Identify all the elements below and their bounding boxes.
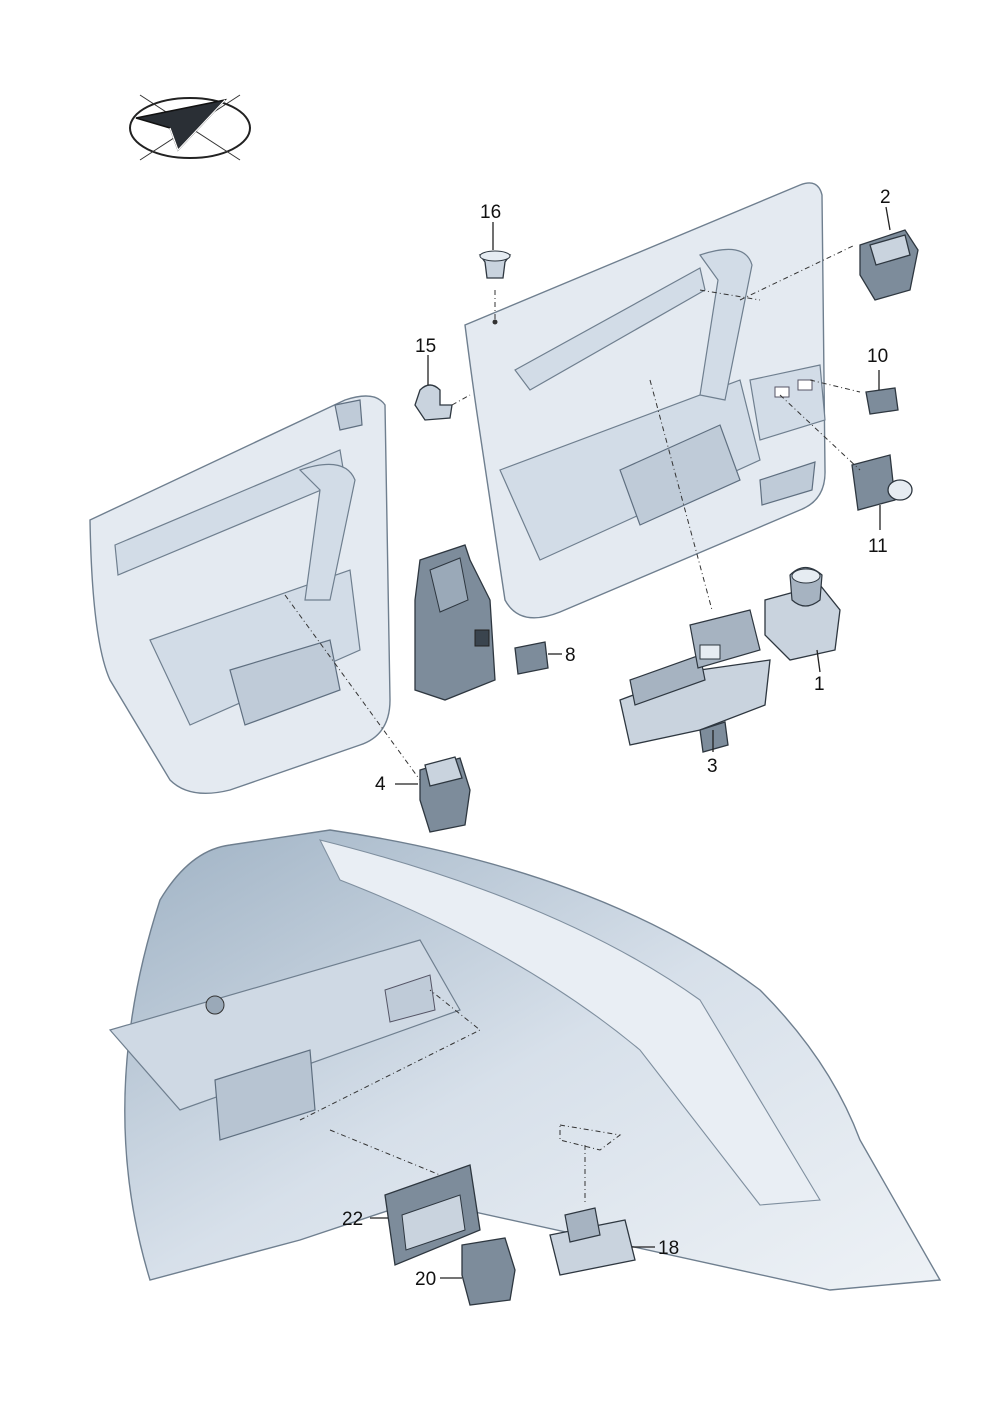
part-4-rear-switch[interactable] — [419, 756, 471, 833]
part-2-window-switch[interactable] — [859, 229, 919, 301]
callout-4[interactable]: 4 — [375, 774, 386, 795]
callout-15[interactable]: 15 — [415, 336, 436, 357]
callout-22[interactable]: 22 — [342, 1209, 363, 1230]
part-8-small-switch[interactable] — [514, 641, 549, 675]
front-door-panel — [464, 182, 826, 619]
assembly-lines — [284, 244, 861, 1205]
callout-10[interactable]: 10 — [867, 346, 888, 367]
part-16-rivet[interactable] — [478, 250, 512, 279]
rear-door-panel — [89, 395, 391, 795]
callout-labels: 1 2 3 4 8 10 11 15 16 18 20 22 — [342, 187, 891, 1290]
leader-lines — [370, 206, 891, 1279]
pillar-trim — [414, 544, 496, 701]
part-18-trunk-switch[interactable] — [549, 1207, 636, 1276]
part-3-master-switch[interactable] — [619, 609, 771, 753]
callout-3[interactable]: 3 — [707, 756, 718, 777]
callout-16[interactable]: 16 — [480, 202, 501, 223]
callout-1[interactable]: 1 — [814, 674, 825, 695]
callout-11[interactable]: 11 — [868, 536, 888, 557]
part-1-mirror-switch[interactable] — [764, 566, 841, 661]
callout-18[interactable]: 18 — [658, 1238, 679, 1259]
part-22-frame[interactable] — [384, 1164, 481, 1266]
callout-8[interactable]: 8 — [565, 645, 576, 666]
callout-20[interactable]: 20 — [415, 1269, 436, 1290]
part-10-small-switch[interactable] — [865, 387, 899, 415]
part-15-clip[interactable] — [414, 384, 453, 421]
direction-arrow-icon — [129, 94, 251, 161]
callout-2[interactable]: 2 — [880, 187, 891, 208]
part-11-switch-knob[interactable] — [851, 454, 913, 511]
trunk-side-panel — [108, 829, 942, 1291]
part-20-switch[interactable] — [461, 1237, 516, 1306]
